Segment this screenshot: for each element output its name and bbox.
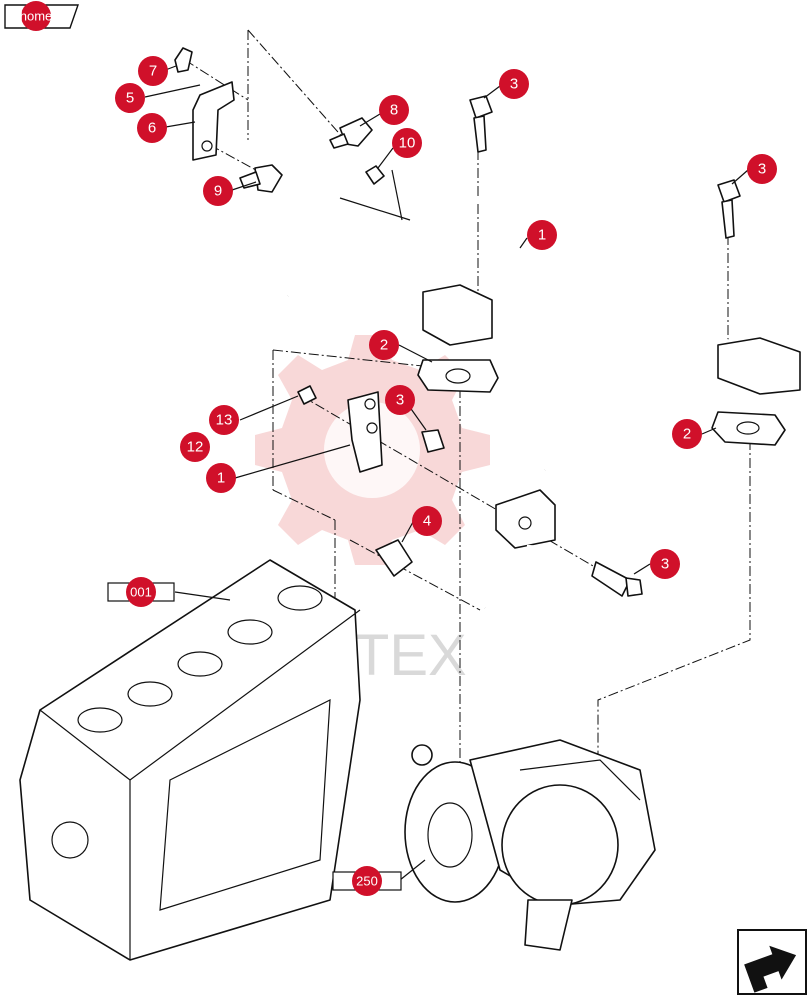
callout-3-middle[interactable]: 3 xyxy=(385,385,415,415)
callout-10[interactable]: 10 xyxy=(392,128,422,158)
lower-bracket-assembly xyxy=(297,385,383,473)
sensor-assembly xyxy=(329,117,385,185)
callout-3-middle-label: 3 xyxy=(396,392,404,409)
callout-3-right[interactable]: 3 xyxy=(747,154,777,184)
callout-5-label: 5 xyxy=(126,90,134,107)
callout-13-label: 13 xyxy=(216,412,233,429)
callout-leaders xyxy=(144,65,749,881)
callout-8-label: 8 xyxy=(390,102,398,119)
callout-2-left[interactable]: 2 xyxy=(369,330,399,360)
gaskets xyxy=(417,359,786,446)
callout-2-right[interactable]: 2 xyxy=(672,419,702,449)
oil-feed-pipe-right xyxy=(542,320,801,473)
callout-3-top-label: 3 xyxy=(510,76,518,93)
callout-13[interactable]: 13 xyxy=(209,405,239,435)
home-tab[interactable]: home xyxy=(4,1,79,31)
oil-feed-pipe-upper xyxy=(286,194,543,470)
turbocharger xyxy=(404,739,656,951)
return-pipe xyxy=(375,489,556,629)
callout-1-lower[interactable]: 1 xyxy=(206,463,236,493)
callout-6-label: 6 xyxy=(148,120,156,137)
callout-4-label: 4 xyxy=(423,513,431,530)
callout-3-lower[interactable]: 3 xyxy=(650,549,680,579)
callout-7-label: 7 xyxy=(149,63,157,80)
callout-6[interactable]: 6 xyxy=(137,113,167,143)
callout-4[interactable]: 4 xyxy=(412,506,442,536)
ref-link-250-label: 250 xyxy=(356,874,378,889)
home-tab-label: home xyxy=(20,9,53,24)
engine-block xyxy=(19,559,361,961)
callout-5[interactable]: 5 xyxy=(115,83,145,113)
callout-8[interactable]: 8 xyxy=(379,95,409,125)
callout-10-label: 10 xyxy=(399,135,416,152)
callout-12[interactable]: 12 xyxy=(180,432,210,462)
arrow-next-icon[interactable] xyxy=(737,929,807,995)
callout-2-right-label: 2 xyxy=(683,426,691,443)
callout-1-upper-label: 1 xyxy=(538,227,546,244)
ref-link-250[interactable]: 250 xyxy=(332,866,402,896)
bolts xyxy=(421,95,741,597)
callout-7[interactable]: 7 xyxy=(138,56,168,86)
callout-9-label: 9 xyxy=(214,183,222,200)
callout-1-upper[interactable]: 1 xyxy=(527,220,557,250)
callout-9[interactable]: 9 xyxy=(203,176,233,206)
callout-3-right-label: 3 xyxy=(758,161,766,178)
ref-link-001-label: 001 xyxy=(130,585,152,600)
callout-3-top[interactable]: 3 xyxy=(499,69,529,99)
ref-link-001[interactable]: 001 xyxy=(107,577,175,607)
callout-12-label: 12 xyxy=(187,439,204,456)
callout-2-left-label: 2 xyxy=(380,337,388,354)
callout-3-lower-label: 3 xyxy=(661,556,669,573)
upper-bracket-assembly xyxy=(174,47,283,193)
callout-1-lower-label: 1 xyxy=(217,470,225,487)
